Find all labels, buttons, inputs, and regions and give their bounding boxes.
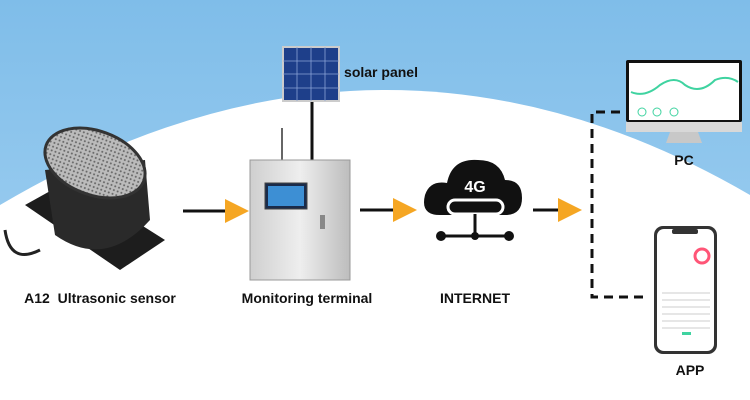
terminal-label: Monitoring terminal (241, 290, 373, 306)
solar-panel-icon (282, 46, 340, 162)
cloud-4g-icon: 4G (424, 159, 522, 241)
cloud-4g-text: 4G (464, 179, 485, 196)
pc-monitor-icon (626, 60, 742, 143)
pc-label: PC (674, 152, 694, 168)
ultrasonic-sensor-icon (3, 126, 165, 270)
solar-panel-label: solar panel (344, 64, 418, 80)
sensor-label: A12 Ultrasonic sensor (24, 290, 176, 306)
white-hill (0, 89, 750, 400)
internet-label: INTERNET (440, 290, 510, 306)
dashed-connector (590, 110, 645, 299)
smartphone-icon (654, 226, 717, 354)
app-label: APP (675, 362, 705, 378)
monitoring-terminal-icon (249, 128, 351, 281)
